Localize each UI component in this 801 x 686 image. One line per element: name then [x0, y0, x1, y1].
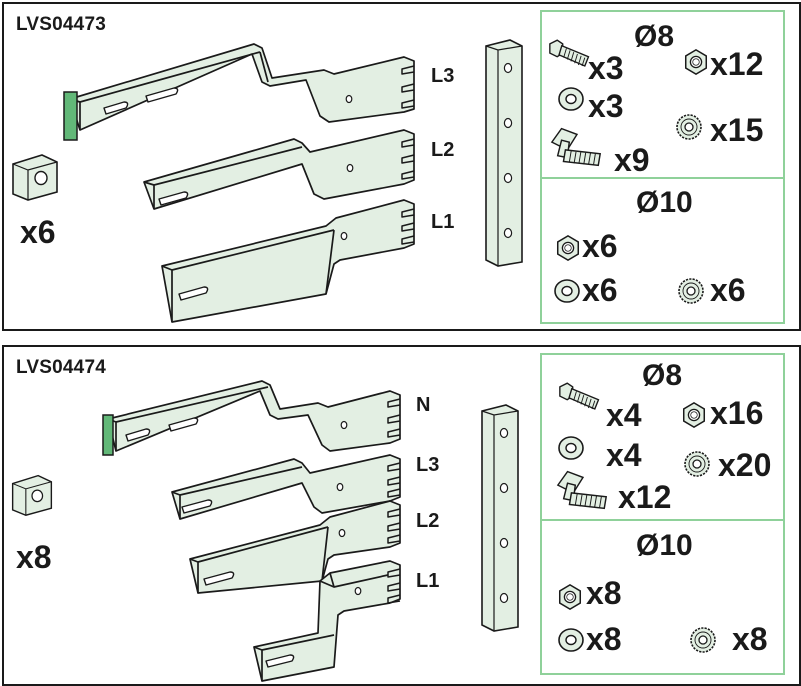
- nut-icon: [680, 401, 708, 429]
- nut-10-qty: x8: [586, 575, 622, 611]
- hardware-divider: [542, 519, 783, 521]
- flat-washer-icon: [552, 276, 582, 306]
- phase-label-l2: L2: [416, 510, 440, 532]
- bolt-qty: x4: [606, 397, 642, 433]
- busbar-l1: [161, 199, 415, 323]
- busbar-n: [107, 380, 401, 452]
- diameter-10-label: Ø10: [636, 186, 693, 219]
- plate-qty: x6: [20, 214, 56, 250]
- insulator-block: [63, 91, 78, 141]
- kit-panel-lvs04474: LVS04474: [2, 345, 801, 686]
- phase-label-n: N: [416, 394, 431, 416]
- washer-10-qty: x8: [586, 621, 622, 657]
- serrated-washer-icon: [674, 112, 704, 142]
- serrated-10-qty: x8: [732, 621, 768, 657]
- washer-qty: x3: [588, 88, 624, 124]
- serrated-washer-icon: [676, 276, 706, 306]
- busbar-l2: [143, 129, 415, 210]
- hardware-box: Ø8 x4 x16 x4 x20 x12 Ø10 x8 x8 x8: [540, 353, 785, 675]
- serrated-10-qty: x6: [710, 272, 746, 308]
- busbar-l2: [189, 500, 401, 594]
- nut-qty: x12: [710, 46, 764, 82]
- nut-icon: [682, 48, 710, 76]
- hammer-bolt-qty: x12: [618, 479, 672, 515]
- flat-washer-icon: [556, 84, 586, 114]
- hardware-box: Ø8 x3 x12 x3 x15 x9 Ø10 x6 x6 x6: [540, 10, 785, 324]
- bolt-qty: x3: [588, 50, 624, 86]
- square-plate-icon: [10, 152, 60, 202]
- hardware-divider: [542, 177, 783, 179]
- diameter-8-label: Ø8: [634, 20, 675, 53]
- phase-label-l3: L3: [416, 454, 440, 476]
- washer-10-qty: x6: [582, 272, 618, 308]
- serrated-washer-icon: [688, 625, 718, 655]
- hammer-bolt-icon: [548, 124, 606, 168]
- vertical-link-bar: [480, 403, 520, 633]
- phase-label-l1: L1: [416, 570, 440, 592]
- nut-icon: [556, 583, 584, 611]
- busbar-drawing: [102, 380, 401, 682]
- busbar-drawing: [63, 43, 415, 323]
- serrated-washer-icon: [682, 449, 712, 479]
- kit-code: LVS04474: [16, 357, 106, 378]
- serrated-washer-qty: x15: [710, 112, 764, 148]
- nut-qty: x16: [710, 395, 764, 431]
- hex-bolt-icon: [558, 381, 604, 413]
- busbar-l3: [171, 454, 401, 520]
- square-plate-icon: [10, 473, 54, 517]
- serrated-washer-qty: x20: [718, 447, 772, 483]
- kit-panel-lvs04473: LVS04473 L3 L2 L1: [2, 2, 801, 331]
- diameter-10-label: Ø10: [636, 529, 693, 562]
- phase-label-l1: L1: [431, 211, 455, 233]
- flat-washer-icon: [556, 625, 586, 655]
- nut-10-qty: x6: [582, 228, 618, 264]
- busbar-l3: [69, 43, 415, 131]
- kit-code: LVS04473: [16, 14, 106, 35]
- plate-qty: x8: [16, 539, 52, 575]
- hammer-bolt-qty: x9: [614, 142, 650, 178]
- phase-label-l2: L2: [431, 139, 455, 161]
- nut-icon: [554, 234, 582, 262]
- phase-label-l3: L3: [431, 65, 455, 87]
- insulator-block: [102, 414, 114, 456]
- washer-qty: x4: [606, 437, 642, 473]
- diameter-8-label: Ø8: [642, 359, 683, 392]
- flat-washer-icon: [556, 433, 586, 463]
- vertical-link-bar: [484, 38, 524, 268]
- busbar-l1: [253, 560, 401, 682]
- hammer-bolt-icon: [554, 467, 612, 511]
